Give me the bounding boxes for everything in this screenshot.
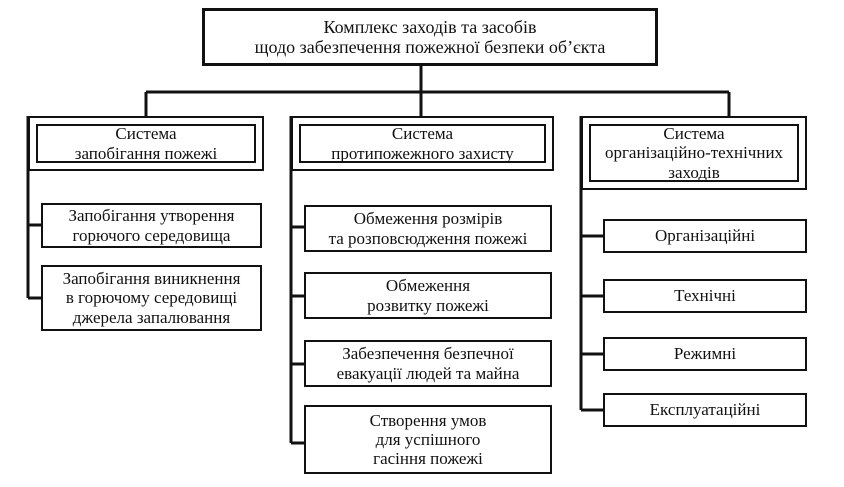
item-3-3: Режимні bbox=[603, 337, 807, 371]
system-1-line-1: Система bbox=[115, 124, 177, 144]
root-node: Комплекс заходів та засобів щодо забезпе… bbox=[202, 8, 658, 66]
item-1-2-line-1: Запобігання виникнення bbox=[62, 269, 241, 289]
system-2-line-1: Система bbox=[391, 124, 454, 144]
item-2-1-line-1: Обмеження розмірів bbox=[353, 209, 503, 229]
item-2-2-line-2: розвитку пожежі bbox=[367, 295, 489, 315]
item-1-2-line-2: в горючому середовищі bbox=[65, 288, 238, 308]
item-1-1-line-1: Запобігання утворення bbox=[68, 206, 235, 226]
item-3-4-line-1: Експлуатаційні bbox=[649, 400, 761, 420]
item-2-3: Забезпечення безпечної евакуації людей т… bbox=[304, 340, 552, 387]
item-1-1-line-2: горючого середовища bbox=[72, 225, 231, 245]
item-3-2: Технічні bbox=[603, 279, 807, 313]
item-3-1: Організаційні bbox=[603, 219, 807, 253]
system-3-line-2: організаційно-технічних bbox=[604, 143, 784, 163]
system-org-technical: Система організаційно-технічних заходів bbox=[581, 116, 807, 190]
item-3-4: Експлуатаційні bbox=[603, 393, 807, 427]
system-fire-prevention: Система запобігання пожежі bbox=[28, 116, 264, 171]
root-line-2: щодо забезпечення пожежної безпеки об’єк… bbox=[254, 37, 606, 57]
item-2-2: Обмеження розвитку пожежі bbox=[304, 272, 552, 319]
item-3-1-line-1: Організаційні bbox=[654, 226, 756, 246]
item-2-4-line-2: для успішного bbox=[375, 429, 481, 449]
item-1-1: Запобігання утворення горючого середовищ… bbox=[41, 203, 262, 248]
item-3-2-line-1: Технічні bbox=[674, 286, 736, 306]
item-3-3-line-1: Режимні bbox=[673, 344, 737, 364]
item-2-3-line-2: евакуації людей та майна bbox=[336, 363, 520, 383]
system-3-line-3: заходів bbox=[668, 162, 720, 182]
item-2-1: Обмеження розмірів та розповсюдження пож… bbox=[304, 205, 552, 252]
system-3-line-1: Система bbox=[663, 124, 725, 144]
item-2-4-line-3: гасіння пожежі bbox=[373, 449, 483, 469]
system-2-line-2: протипожежного захисту bbox=[331, 143, 514, 163]
item-1-2: Запобігання виникнення в горючому середо… bbox=[41, 265, 262, 331]
root-line-1: Комплекс заходів та засобів bbox=[323, 16, 537, 37]
item-2-3-line-1: Забезпечення безпечної bbox=[342, 344, 514, 364]
item-2-1-line-2: та розповсюдження пожежі bbox=[328, 228, 528, 248]
item-2-2-line-1: Обмеження bbox=[385, 276, 471, 296]
system-1-line-2: запобігання пожежі bbox=[74, 143, 218, 163]
system-fire-protection: Система протипожежного захисту bbox=[291, 116, 554, 171]
item-2-4-line-1: Створення умов bbox=[369, 410, 487, 430]
item-1-2-line-3: джерела запалювання bbox=[72, 307, 231, 327]
item-2-4: Створення умов для успішного гасіння пож… bbox=[304, 405, 552, 474]
